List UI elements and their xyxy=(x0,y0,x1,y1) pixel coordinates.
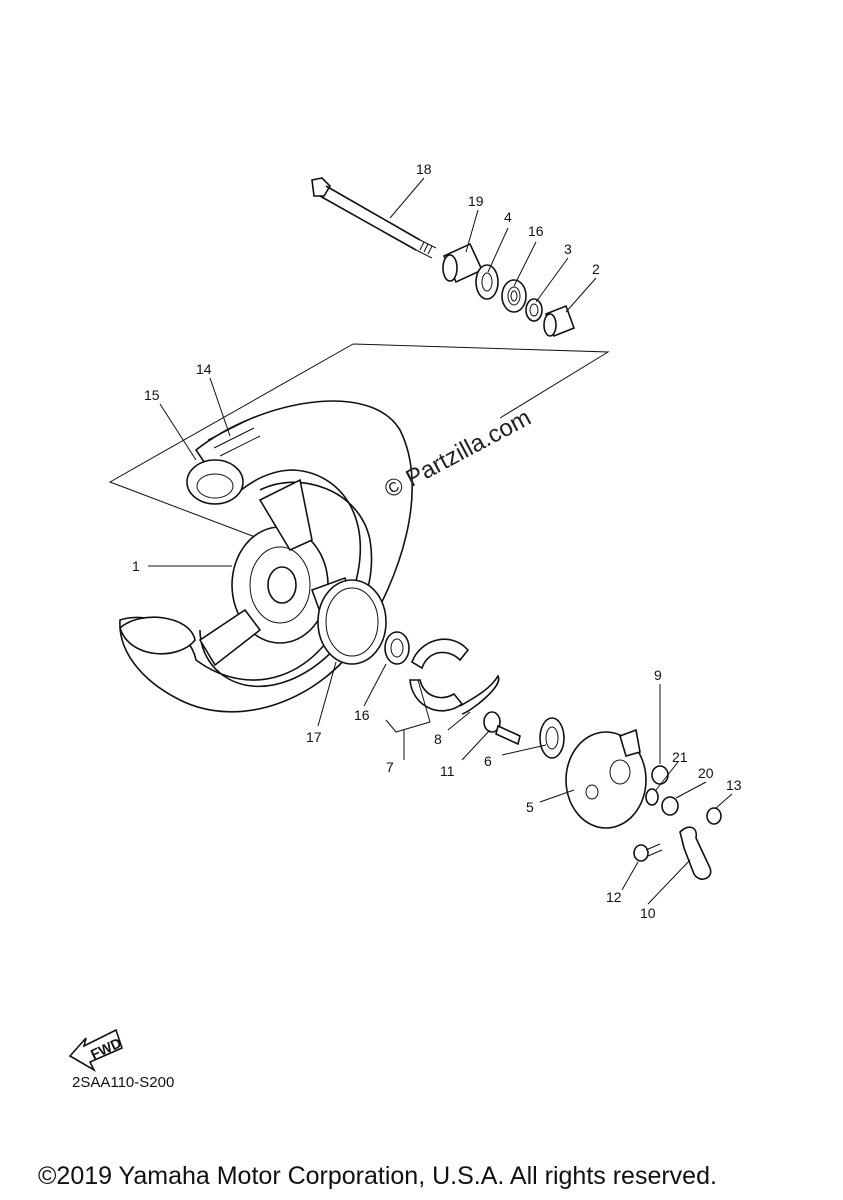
callout-21: 21 xyxy=(672,749,688,765)
nut-20-part xyxy=(661,796,679,816)
spring-part xyxy=(459,674,500,715)
callout-14: 14 xyxy=(196,361,212,377)
nut-13-part xyxy=(706,807,722,825)
callout-13: 13 xyxy=(726,777,742,793)
callout-7: 7 xyxy=(386,759,394,775)
callout-2: 2 xyxy=(592,261,600,277)
camshaft-part xyxy=(483,711,521,746)
washer-part xyxy=(645,788,659,806)
copyright-notice: ©2019 Yamaha Motor Corporation, U.S.A. A… xyxy=(38,1162,717,1190)
callout-19: 19 xyxy=(468,193,484,209)
callout-16-top: 16 xyxy=(528,223,544,239)
callout-1: 1 xyxy=(132,558,140,574)
callout-6: 6 xyxy=(484,753,492,769)
brake-plate-part xyxy=(565,728,647,829)
bearing-top-part xyxy=(501,279,527,313)
collar-part xyxy=(442,242,484,284)
callout-11: 11 xyxy=(440,763,455,779)
callout-8: 8 xyxy=(434,731,442,747)
callout-15: 15 xyxy=(144,387,160,403)
callout-9: 9 xyxy=(654,667,662,683)
callout-10: 10 xyxy=(640,905,656,921)
bearing-lower-part xyxy=(384,631,410,665)
axle-part xyxy=(311,177,437,259)
brake-shoe-part xyxy=(409,638,470,712)
fwd-label: FWD xyxy=(88,1034,124,1062)
leader-lines xyxy=(148,177,733,905)
callout-18: 18 xyxy=(416,161,432,177)
callout-16-lower: 16 xyxy=(354,707,370,723)
oil-seal-part xyxy=(475,264,499,300)
bolt-part xyxy=(633,843,663,862)
assembly-outline xyxy=(108,343,610,555)
callout-3: 3 xyxy=(564,241,572,257)
diagram-code: 2SAA110-S200 xyxy=(72,1074,175,1091)
callout-5: 5 xyxy=(526,799,534,815)
callout-17: 17 xyxy=(306,729,322,745)
oil-seal-lower-part xyxy=(539,717,565,759)
callout-20: 20 xyxy=(698,765,714,781)
collar-right-part xyxy=(543,304,576,338)
nut-9-part xyxy=(651,765,669,785)
callout-labels: 18 19 4 16 3 2 14 15 1 16 17 8 7 11 6 5 … xyxy=(132,161,742,921)
callout-12: 12 xyxy=(606,889,622,905)
drum-ring-part xyxy=(317,579,387,665)
callout-4: 4 xyxy=(504,209,512,225)
spacer-ring-part xyxy=(525,298,543,322)
fwd-arrow-icon: FWD xyxy=(68,1028,124,1073)
brake-arm-part xyxy=(679,826,712,880)
